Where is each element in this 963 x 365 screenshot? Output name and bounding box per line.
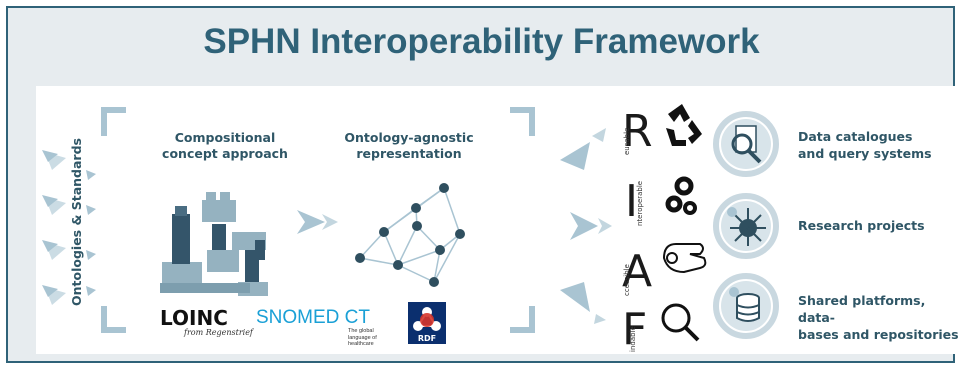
fair-letter-a: A	[622, 246, 653, 297]
page-title: SPHN Interoperability Framework	[203, 22, 760, 61]
output-research-projects: Research projects	[798, 218, 925, 233]
side-label: Ontologies & Standards	[69, 138, 84, 306]
hand-pointer-icon	[662, 243, 707, 274]
content-panel	[36, 86, 963, 354]
fair-letter-r: R	[622, 106, 653, 157]
rdf-label: RDF	[417, 334, 437, 343]
output-icons	[713, 111, 779, 339]
building-blocks-icon	[160, 192, 268, 296]
output-arrows	[560, 128, 612, 324]
fair-letter-f: F	[622, 304, 648, 355]
recycle-icon	[666, 104, 702, 146]
output-shared-platforms: Shared platforms, data-bases and reposit…	[798, 293, 959, 342]
snomed-logo: SNOMED CT	[256, 307, 370, 328]
gears-icon	[665, 176, 697, 215]
fair-word-reusable: eusable	[623, 127, 631, 155]
bracket-shapes	[101, 107, 535, 333]
fair-letter-i: I	[625, 176, 638, 227]
loinc-logo: LOINC	[160, 306, 228, 330]
loinc-tagline: from Regenstrief	[184, 328, 253, 337]
ontology-agnostic-heading: Ontology-agnostic representation	[344, 130, 474, 161]
input-arrows	[42, 150, 96, 305]
network-graph-icon	[355, 183, 465, 287]
fair-word-findable: indable	[629, 326, 637, 352]
fair-word-accessible: ccessible	[623, 264, 631, 296]
fair-word-interoperable: nteroperable	[636, 180, 644, 226]
rdf-logo-icon	[408, 302, 446, 344]
snomed-tagline: The global language of healthcare	[348, 328, 377, 347]
compositional-heading: Compositional concept approach	[162, 130, 288, 161]
center-arrow-icon	[297, 210, 338, 234]
magnifier-icon	[661, 303, 700, 342]
